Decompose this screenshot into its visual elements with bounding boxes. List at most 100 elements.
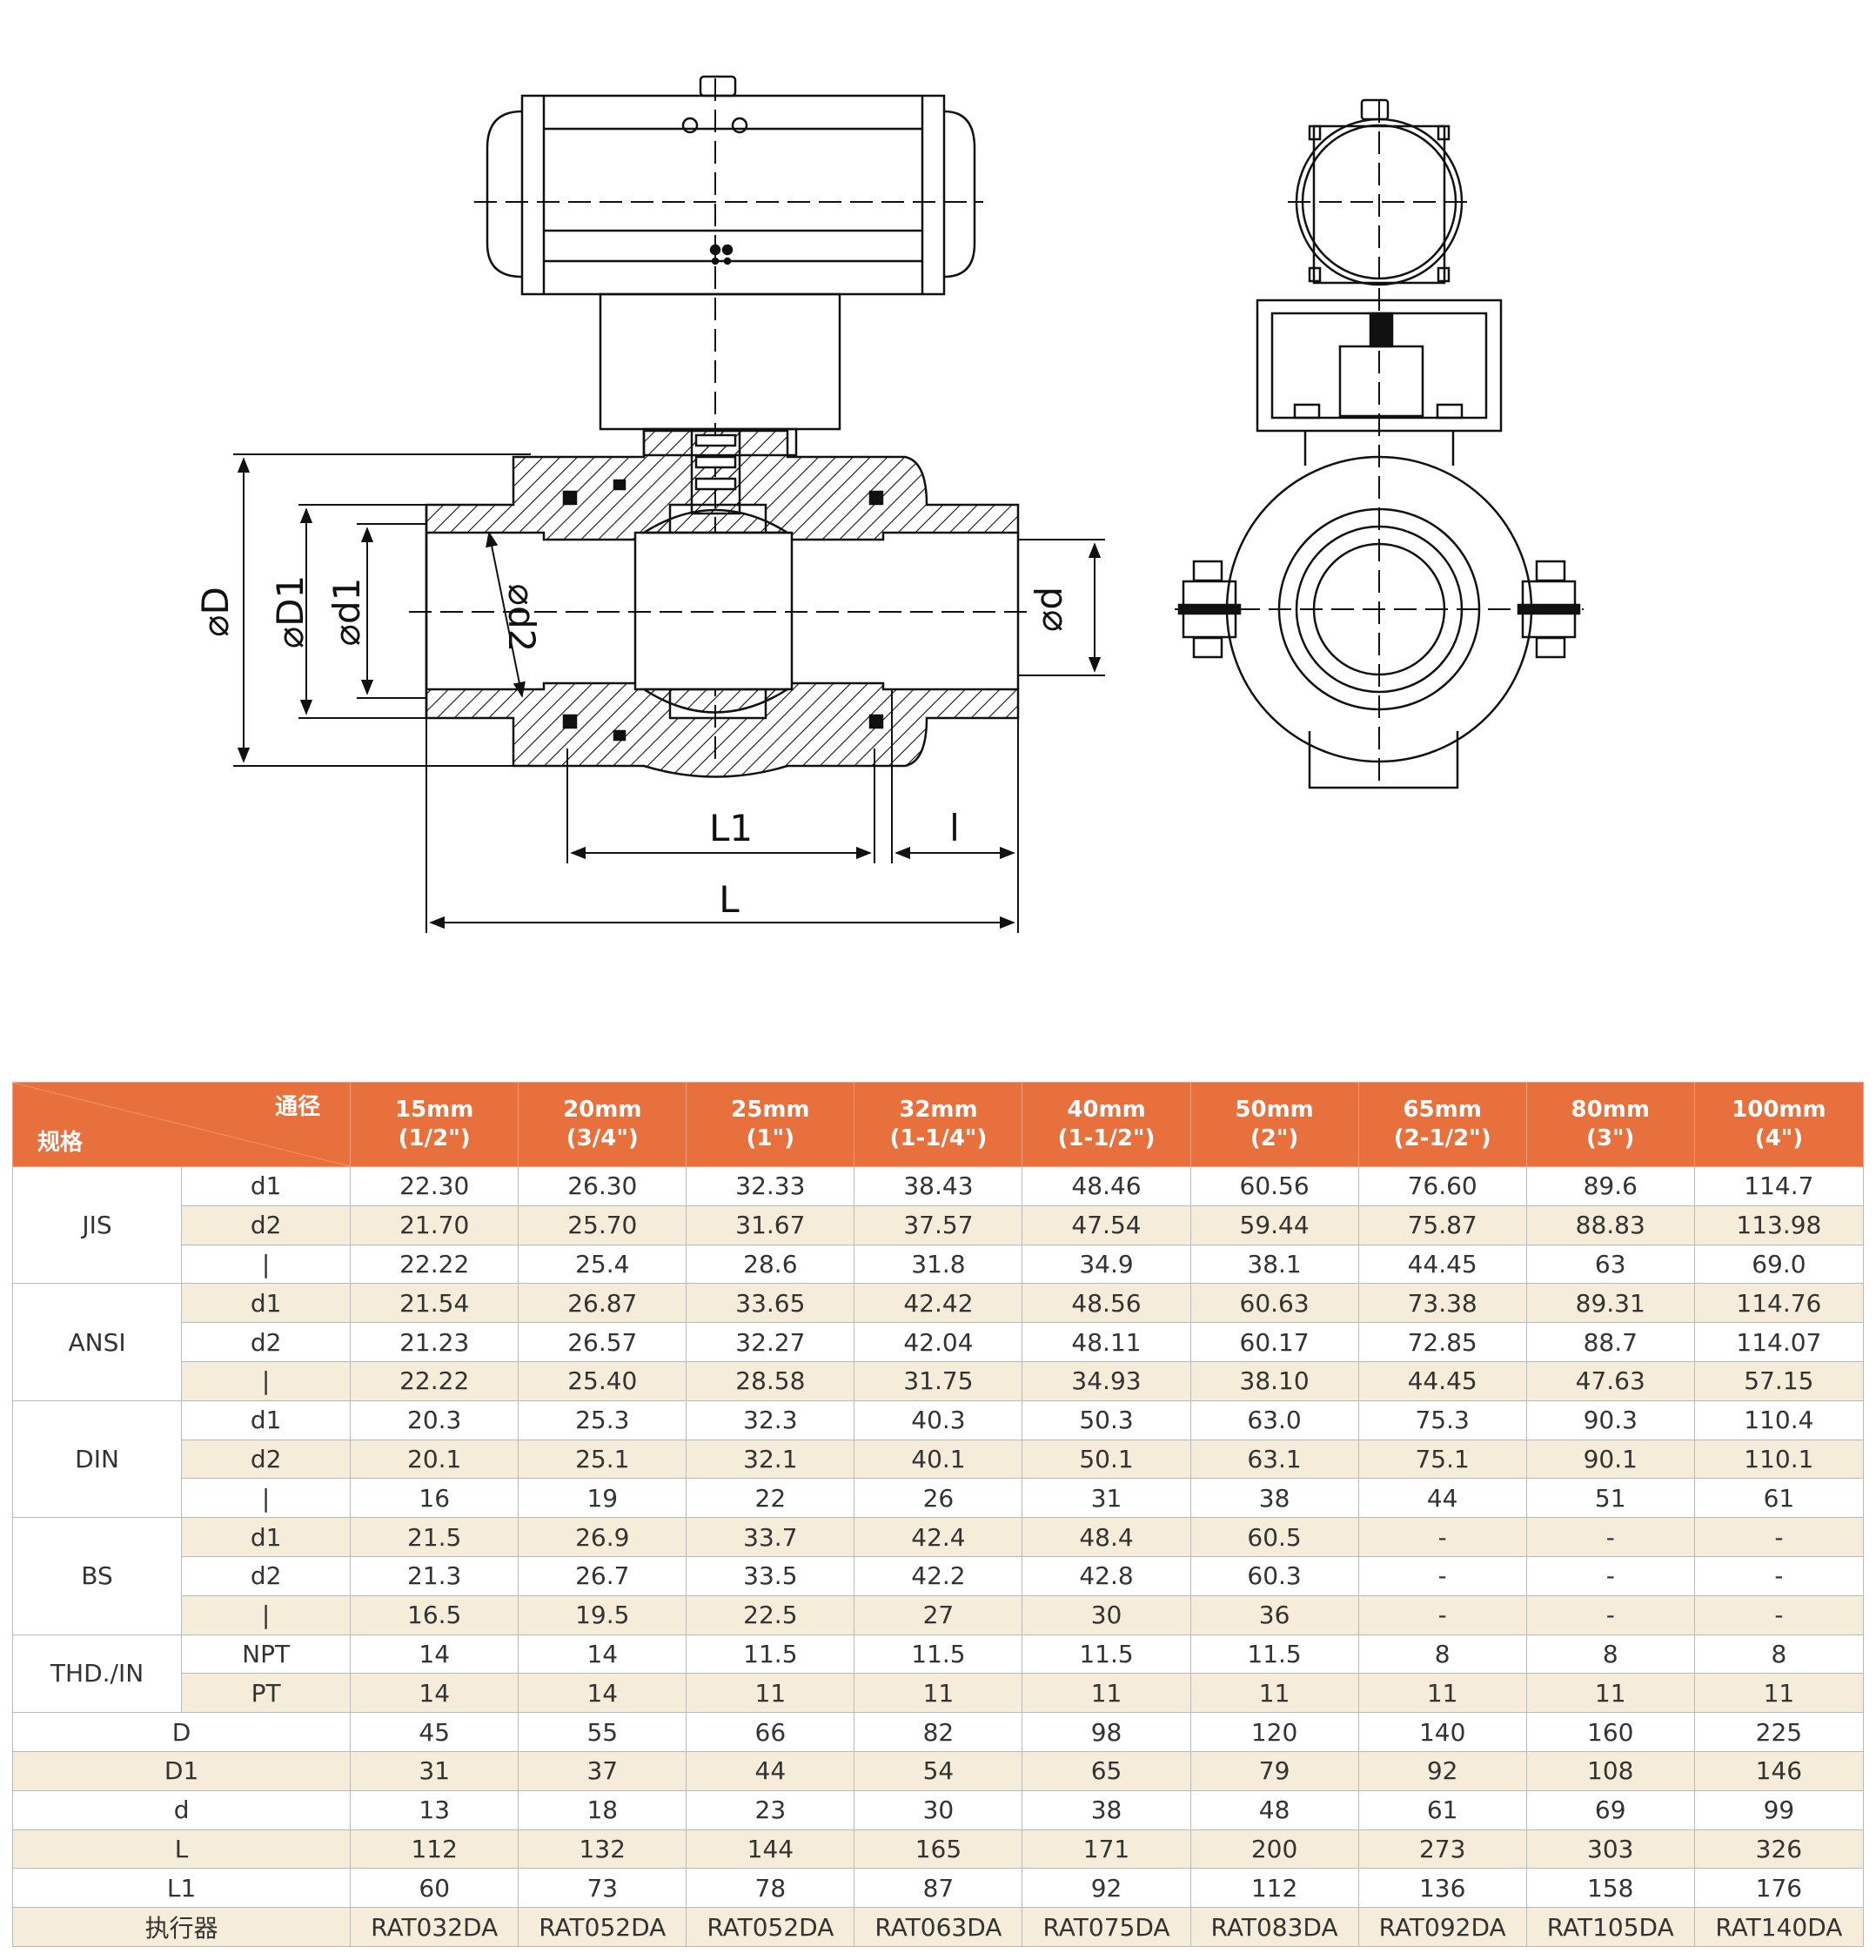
- value-cell: 165: [854, 1829, 1023, 1869]
- value-cell: 140: [1357, 1712, 1527, 1752]
- value-cell: 61: [1693, 1478, 1865, 1519]
- value-cell: 31.67: [686, 1205, 855, 1245]
- value-cell: 42.8: [1022, 1555, 1191, 1596]
- standard-group-cell: BS: [11, 1517, 183, 1635]
- value-cell: 60.56: [1189, 1166, 1359, 1206]
- value-cell: 14: [350, 1673, 519, 1714]
- valve-technical-drawing: ⌀D ⌀D1 ⌀d1 ⌀d2 ⌀d L1 l L: [194, 75, 1584, 933]
- value-cell: 44.45: [1357, 1244, 1527, 1285]
- value-cell: 79: [1189, 1750, 1359, 1791]
- value-cell: 11.5: [1022, 1634, 1191, 1675]
- value-cell: 42.4: [854, 1517, 1023, 1557]
- value-cell: 108: [1525, 1750, 1695, 1791]
- value-cell: 75.1: [1357, 1439, 1527, 1480]
- row-label-cell: d1: [181, 1283, 352, 1324]
- value-cell: 114.07: [1693, 1322, 1865, 1362]
- value-cell: 26: [854, 1478, 1023, 1519]
- value-cell: 42.04: [854, 1322, 1023, 1362]
- value-cell: 34.93: [1022, 1360, 1191, 1401]
- dim-label-d: ⌀d: [1028, 587, 1070, 632]
- value-cell: 37.57: [854, 1205, 1023, 1245]
- value-cell: 48: [1189, 1789, 1359, 1830]
- row-label-cell: d2: [181, 1205, 352, 1245]
- row-label-cell: d1: [181, 1517, 352, 1557]
- value-cell: 14: [518, 1673, 687, 1714]
- value-cell: 36: [1189, 1594, 1359, 1635]
- value-cell: RAT083DA: [1189, 1907, 1359, 1947]
- value-cell: 20.3: [350, 1400, 519, 1440]
- value-cell: 31.8: [854, 1244, 1023, 1285]
- value-cell: 112: [350, 1829, 519, 1869]
- value-cell: 60.63: [1189, 1283, 1359, 1324]
- value-cell: 38: [1022, 1789, 1191, 1830]
- value-cell: 45: [350, 1712, 519, 1752]
- header-size: 40mm(1-1/2"): [1022, 1082, 1191, 1167]
- row-label-cell: |: [181, 1594, 352, 1635]
- value-cell: -: [1357, 1555, 1527, 1596]
- value-cell: 11.5: [686, 1634, 855, 1675]
- standard-group-cell: JIS: [11, 1165, 183, 1285]
- value-cell: 69.0: [1693, 1244, 1865, 1285]
- valve-body-section: [425, 429, 1020, 778]
- value-cell: 60.17: [1189, 1322, 1359, 1362]
- corner-bottom-label: 规格: [37, 1130, 84, 1156]
- value-cell: 16.5: [350, 1594, 519, 1635]
- value-cell: 48.11: [1022, 1322, 1191, 1362]
- value-cell: 19.5: [518, 1594, 687, 1635]
- row-label-cell: d: [11, 1789, 352, 1830]
- value-cell: 48.4: [1022, 1517, 1191, 1557]
- value-cell: 26.87: [518, 1283, 687, 1324]
- header-size: 65mm(2-1/2"): [1357, 1082, 1527, 1167]
- value-cell: 78: [686, 1868, 855, 1909]
- value-cell: 60.3: [1189, 1555, 1359, 1596]
- value-cell: RAT092DA: [1357, 1907, 1527, 1947]
- value-cell: 34.9: [1022, 1244, 1191, 1285]
- dim-label-D1: ⌀D1: [269, 575, 312, 648]
- spec-table: 通径 规格 15mm(1/2") 20mm(3/4") 25mm(1") 32m…: [11, 1082, 1865, 1947]
- value-cell: 110.4: [1693, 1400, 1865, 1440]
- value-cell: 26.9: [518, 1517, 687, 1557]
- value-cell: 44.45: [1357, 1360, 1527, 1401]
- value-cell: 48.56: [1022, 1283, 1191, 1324]
- value-cell: 273: [1357, 1829, 1527, 1869]
- row-label-cell: D: [11, 1712, 352, 1752]
- value-cell: 21.3: [350, 1555, 519, 1596]
- value-cell: 89.31: [1525, 1283, 1695, 1324]
- value-cell: 26.7: [518, 1555, 687, 1596]
- value-cell: 113.98: [1693, 1205, 1865, 1245]
- row-label-cell: L: [11, 1829, 352, 1869]
- value-cell: -: [1693, 1555, 1865, 1596]
- value-cell: 51: [1525, 1478, 1695, 1519]
- table-header-row: 通径 规格 15mm(1/2") 20mm(3/4") 25mm(1") 32m…: [11, 1082, 1865, 1167]
- value-cell: 63.1: [1189, 1439, 1359, 1480]
- value-cell: 55: [518, 1712, 687, 1752]
- value-cell: 31.75: [854, 1360, 1023, 1401]
- value-cell: 225: [1693, 1712, 1865, 1752]
- value-cell: 303: [1525, 1829, 1695, 1869]
- value-cell: 26.30: [518, 1166, 687, 1206]
- value-cell: 160: [1525, 1712, 1695, 1752]
- value-cell: 8: [1693, 1634, 1865, 1675]
- header-size: 32mm(1-1/4"): [854, 1082, 1023, 1167]
- value-cell: -: [1525, 1517, 1695, 1557]
- value-cell: 144: [686, 1829, 855, 1869]
- value-cell: 38.10: [1189, 1360, 1359, 1401]
- value-cell: -: [1525, 1594, 1695, 1635]
- value-cell: 98: [1022, 1712, 1191, 1752]
- header-size: 80mm(3"): [1525, 1082, 1695, 1167]
- row-label-cell: NPT: [181, 1634, 352, 1675]
- value-cell: 37: [518, 1750, 687, 1791]
- value-cell: 33.65: [686, 1283, 855, 1324]
- dim-label-D: ⌀D: [194, 587, 237, 637]
- value-cell: 176: [1693, 1868, 1865, 1909]
